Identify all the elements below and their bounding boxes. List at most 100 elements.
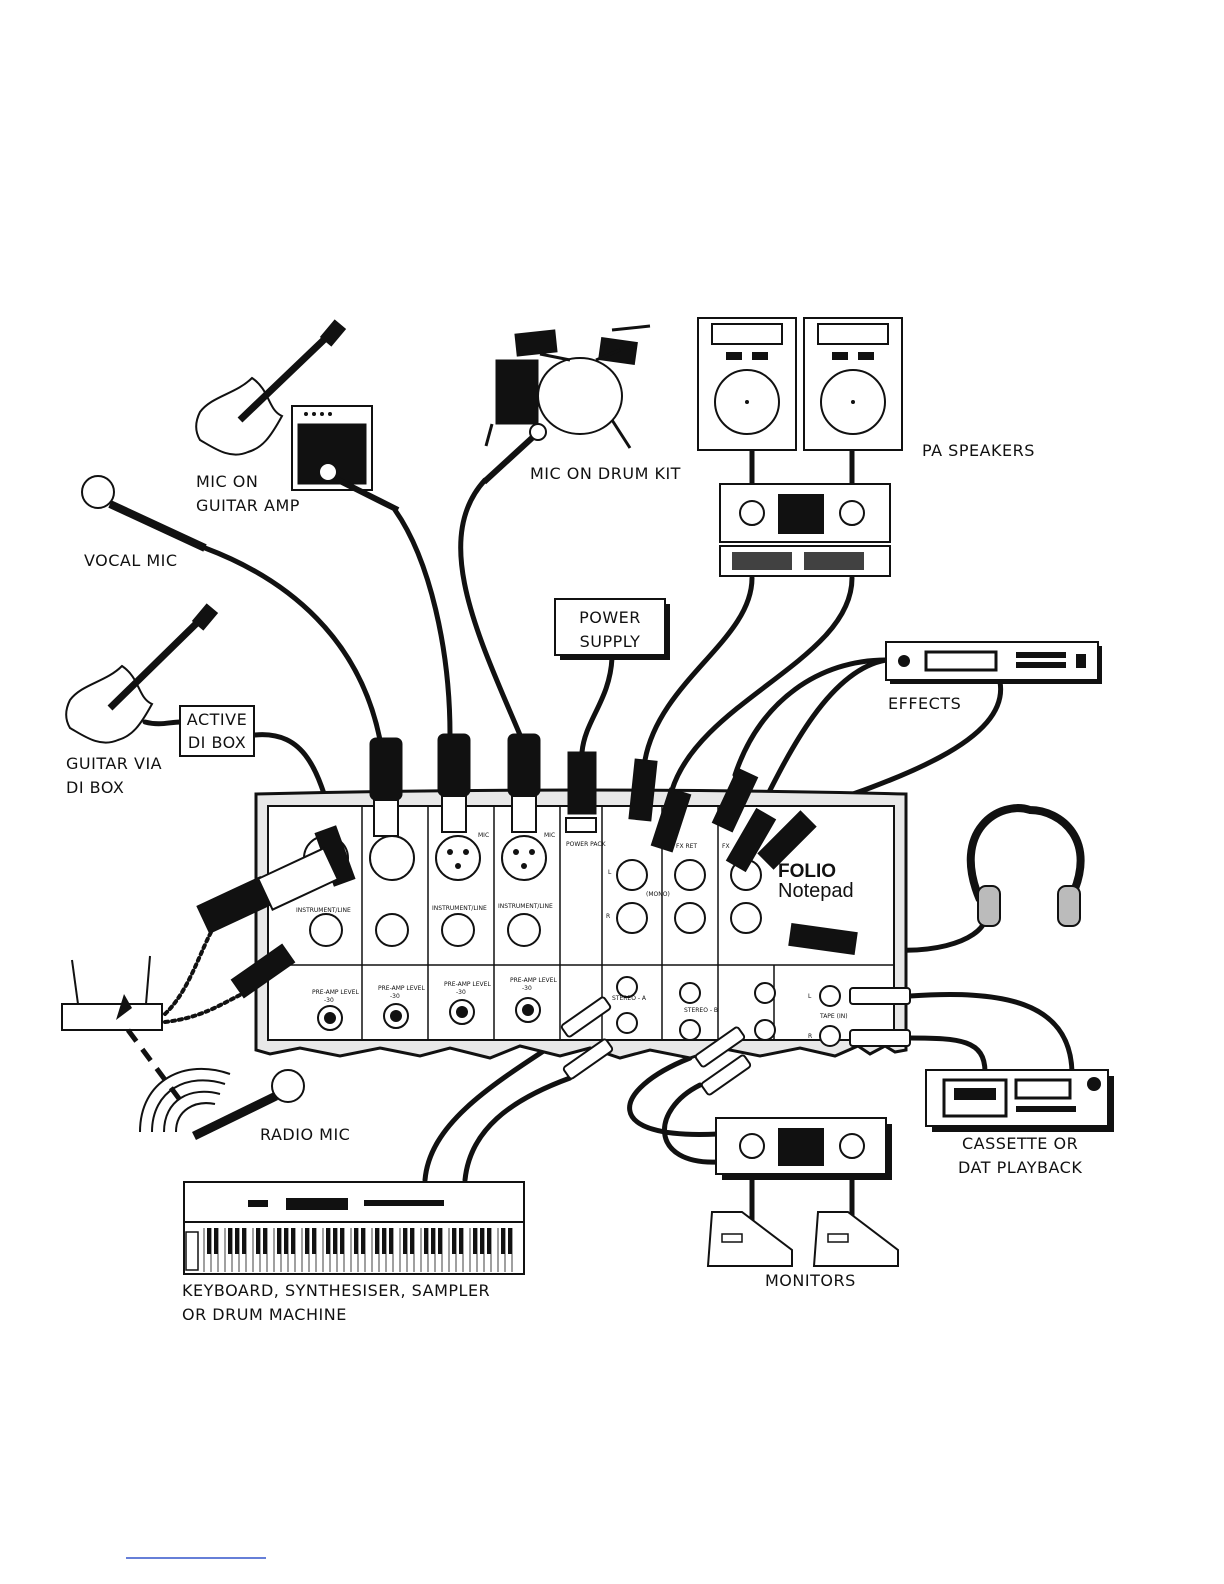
instrument-line-text: INSTRUMENT/LINE [296, 907, 351, 914]
pre-amp-level-text-1: PRE-AMP LEVEL [312, 989, 359, 996]
stereo-b-l-socket[interactable] [679, 982, 701, 1004]
r-text-1: R [606, 913, 610, 920]
minus30-text-1: -30 [324, 997, 334, 1004]
brand-notepad: Notepad [778, 880, 854, 902]
fx-text: FX [722, 843, 730, 850]
keyboard-black-key [277, 1228, 281, 1254]
label-keyboard-line1: KEYBOARD, SYNTHESISER, SAMPLER [182, 1281, 490, 1300]
headphone-left-cup [977, 885, 1001, 927]
guitar-amp-group [195, 319, 400, 513]
jack-plug-fx-send-2 [725, 807, 777, 873]
keyboard-black-key [312, 1228, 316, 1254]
label-drum-kit: MIC ON DRUM KIT [530, 464, 681, 483]
monitor-cable-2 [662, 1082, 721, 1165]
guitar-amp-mic-cable [392, 507, 453, 738]
jack-plug-radio [230, 943, 296, 999]
line-socket-1[interactable] [309, 913, 343, 947]
vocal-mic-cable [202, 545, 383, 743]
pa-right-cable [669, 575, 855, 793]
jack-plug-fx-return [757, 810, 817, 870]
monitor-wedge-left [706, 1211, 793, 1267]
main-mix-l-socket[interactable] [616, 859, 648, 891]
keyboard-black-key [305, 1228, 309, 1254]
line-socket-4[interactable] [507, 913, 541, 947]
stereo-b-text: STEREO - B [684, 1007, 718, 1014]
keyboard-black-key [263, 1228, 267, 1254]
keyboard-black-key [256, 1228, 260, 1254]
xlr-socket-3[interactable] [435, 835, 481, 881]
power-supply-cable [579, 655, 615, 755]
radio-receiver-cable-2 [163, 993, 242, 1024]
keyboard-black-key [487, 1228, 491, 1254]
drum-mic-cable [458, 477, 523, 738]
stereo-a-l-socket[interactable] [616, 976, 638, 998]
pre-amp-level-text-2: PRE-AMP LEVEL [378, 985, 425, 992]
fx-ret-r-socket[interactable] [674, 902, 706, 934]
minus30-text-2: -30 [390, 993, 400, 1000]
keyboard-black-keys [203, 1228, 513, 1272]
stereo-b-r-socket[interactable] [679, 1019, 701, 1041]
brand-folio: FOLIO [778, 861, 836, 882]
tape-cable-r [907, 1035, 988, 1075]
mic-text-3: MIC [478, 832, 489, 839]
jack-plug-headphones [788, 922, 858, 956]
line-socket-2[interactable] [375, 913, 409, 947]
xlr-plug-2 [437, 733, 471, 797]
label-power-supply-line2: SUPPLY [580, 632, 641, 651]
keyboard-black-key [207, 1228, 211, 1254]
keyboard-cable-2 [462, 1075, 573, 1183]
keyboard [183, 1181, 525, 1275]
fx-ret-text: FX RET [676, 843, 697, 850]
pa-speakers [697, 317, 903, 577]
effects-unit [885, 641, 1102, 684]
keyboard-black-key [340, 1228, 344, 1254]
bass-drum [537, 357, 623, 435]
guitar-di-group [65, 603, 255, 757]
mono-text: (MONO) [646, 891, 670, 898]
keyboard-black-key [473, 1228, 477, 1254]
tape-in-text: TAPE (IN) [819, 1013, 848, 1020]
keyboard-body [183, 1181, 525, 1275]
jack-plug-fx-send-1 [711, 767, 759, 833]
power-pack-socket[interactable] [565, 817, 597, 833]
xlr-socket-2[interactable] [369, 835, 415, 881]
power-pack-plug [567, 751, 597, 815]
label-guitar-amp-line2: GUITAR AMP [196, 496, 300, 515]
l-text-tape: L [808, 993, 812, 1000]
keyboard-black-key [284, 1228, 288, 1254]
line-socket-3[interactable] [441, 913, 475, 947]
main-mix-r-socket[interactable] [616, 902, 648, 934]
tape-in-r-socket[interactable] [819, 1025, 841, 1047]
pre-amp-level-text-3: PRE-AMP LEVEL [444, 981, 491, 988]
power-pack-text: POWER PACK [566, 841, 607, 848]
pre-amp-knobs [317, 997, 541, 1031]
radio-mic-group [61, 955, 305, 1141]
fx-send-cable-2 [757, 657, 889, 813]
label-monitors: MONITORS [765, 1271, 856, 1290]
xlr-socket-4[interactable] [501, 835, 547, 881]
label-guitar-amp-line1: MIC ON [196, 472, 258, 491]
label-active-di-line2: DI BOX [188, 733, 246, 752]
active-di-box [179, 705, 255, 757]
label-power-supply-line1: POWER [579, 608, 641, 627]
fx-amp-l-socket[interactable] [754, 982, 776, 1004]
tape-cable-l [907, 992, 1075, 1075]
label-guitar-via-line2: DI BOX [66, 778, 124, 797]
jack-plug-main-r [650, 787, 692, 853]
tape-in-l-socket[interactable] [819, 985, 841, 1007]
xlr-plug-1 [369, 737, 403, 801]
fx-ret-l-socket[interactable] [674, 859, 706, 891]
keyboard-black-key [452, 1228, 456, 1254]
fx-send-cable-1 [732, 657, 889, 778]
headphones [966, 804, 1085, 927]
stereo-a-r-socket[interactable] [616, 1012, 638, 1034]
phones-socket[interactable] [730, 902, 762, 934]
vocal-mic [81, 475, 207, 552]
labels: MIC ON GUITAR AMP MIC ON DRUM KIT PA SPE… [66, 441, 1082, 1324]
jack-plugs [196, 758, 858, 999]
fx-amp-r-socket[interactable] [754, 1019, 776, 1041]
keyboard-black-key [508, 1228, 512, 1254]
xlr-plugs [369, 733, 541, 837]
keyboard-black-key [228, 1228, 232, 1254]
keyboard-black-key [389, 1228, 393, 1254]
